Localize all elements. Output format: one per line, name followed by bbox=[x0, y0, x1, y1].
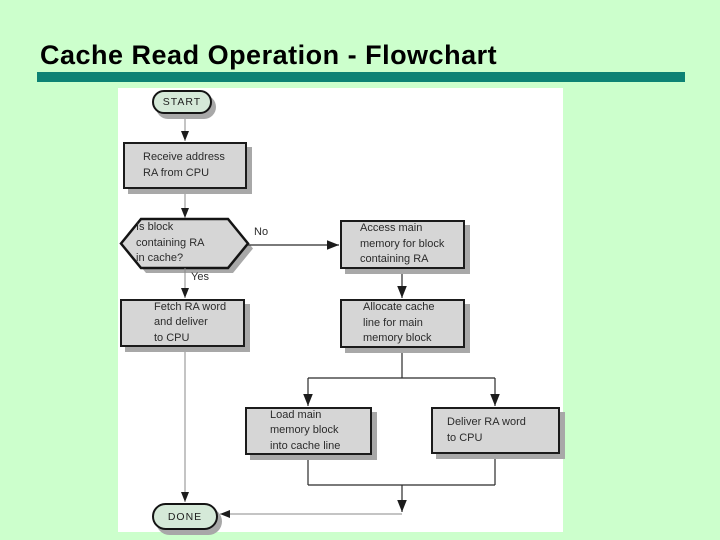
done-label: DONE bbox=[167, 510, 203, 523]
node-text-line: Allocate cache bbox=[363, 301, 435, 314]
flowchart-connectors bbox=[119, 114, 500, 518]
node-text-line: RA from CPU bbox=[143, 166, 210, 179]
node-text-line: to CPU bbox=[154, 331, 190, 344]
node-text-line: Deliver RA word bbox=[447, 416, 526, 428]
flowchart-panel: START DONE Receive address RA from CPU A… bbox=[118, 88, 563, 532]
start-label: START bbox=[162, 96, 202, 108]
node-text-line: memory block bbox=[363, 332, 432, 345]
decision-shape bbox=[119, 217, 250, 270]
load-memory-block-node: Load main memory block into cache line bbox=[245, 407, 372, 455]
fetch-ra-word-node: Fetch RA word and deliver to CPU bbox=[120, 299, 245, 347]
done-node: DONE bbox=[152, 503, 218, 530]
start-node: START bbox=[152, 90, 212, 114]
node-text-line: line for main bbox=[363, 316, 423, 329]
node-text-line: Fetch RA word bbox=[154, 300, 227, 313]
node-text-line: Receive address bbox=[143, 151, 225, 163]
node-text-line: to CPU bbox=[447, 431, 483, 444]
decision-node-text: Is block containing RA in cache? bbox=[136, 219, 246, 268]
allocate-cache-line-node: Allocate cache line for main memory bloc… bbox=[340, 299, 465, 348]
node-text-line: into cache line bbox=[270, 439, 341, 452]
node-text-line: memory block bbox=[270, 424, 339, 437]
access-main-memory-node: Access main memory for block containing … bbox=[340, 220, 465, 269]
node-text-line: containing RA bbox=[360, 253, 429, 266]
node-text-line: Load main bbox=[270, 408, 322, 421]
node-text-line: Access main bbox=[360, 222, 423, 235]
edge-label-no: No bbox=[254, 226, 269, 238]
node-text-line: memory for block bbox=[360, 237, 445, 250]
deliver-ra-word-node: Deliver RA word to CPU bbox=[431, 407, 560, 454]
node-text-line: containing RA bbox=[136, 236, 205, 249]
receive-address-node: Receive address RA from CPU bbox=[123, 142, 247, 189]
node-text-line: and deliver bbox=[154, 316, 208, 329]
node-text-line: Is block bbox=[136, 221, 174, 234]
page-title: Cache Read Operation - Flowchart bbox=[40, 40, 498, 70]
node-text-line: in cache? bbox=[136, 252, 184, 265]
title-underline bbox=[37, 72, 685, 82]
edge-label-yes: Yes bbox=[191, 271, 209, 283]
